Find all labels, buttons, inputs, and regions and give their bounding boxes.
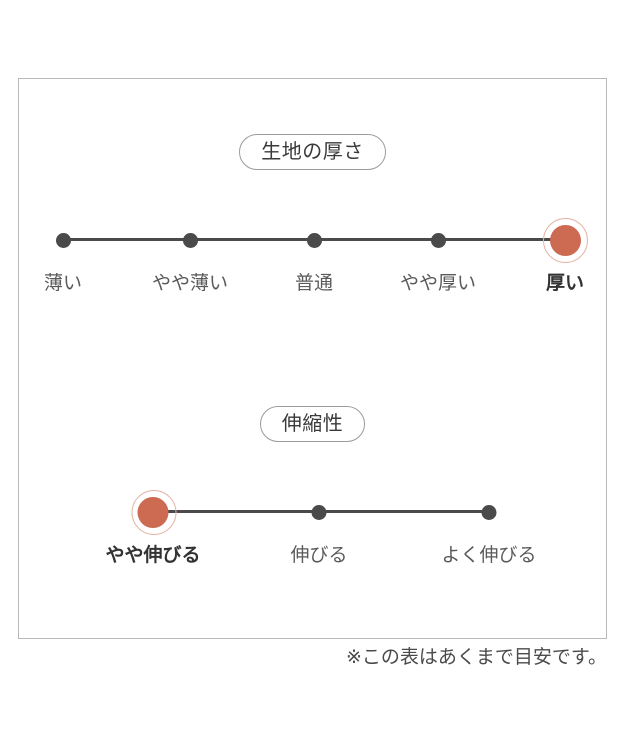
dot-icon — [311, 504, 327, 520]
scale-stop-usui[interactable]: 薄い — [41, 211, 85, 307]
scale-stop-label-nobiru: 伸びる — [290, 545, 348, 566]
scale-dot-usui — [41, 218, 85, 262]
scale-dot-atsui-selected — [543, 218, 588, 263]
scale-stop-yoku-nobiru[interactable]: よく伸びる — [441, 483, 537, 579]
scale-stop-label-atsui: 厚い — [545, 273, 584, 294]
scale-stops-fabric-thickness: 薄い やや薄い 普通 やや厚い — [19, 211, 606, 307]
dot-selected-icon — [549, 224, 581, 256]
scale-dot-yaya-nobiru-selected — [130, 490, 176, 535]
scale-stop-label-yoku-nobiru: よく伸びる — [441, 545, 537, 566]
section-heading-stretchiness: 伸縮性 — [259, 406, 366, 442]
scale-dot-yoku-nobiru — [467, 490, 511, 534]
scale-dot-yaya-atsui — [416, 218, 460, 262]
scale-stretchiness: やや伸びる 伸びる よく伸びる — [19, 483, 606, 579]
scale-fabric-thickness: 薄い やや薄い 普通 やや厚い — [19, 211, 606, 307]
scale-stop-label-futsuu: 普通 — [294, 273, 333, 294]
scale-stop-yaya-usui[interactable]: やや薄い — [152, 211, 228, 307]
section-heading-fabric-thickness: 生地の厚さ — [239, 134, 386, 170]
dot-icon — [306, 232, 322, 248]
dot-icon — [481, 504, 497, 520]
scale-stop-nobiru[interactable]: 伸びる — [290, 483, 348, 579]
scale-dot-yaya-usui — [168, 218, 212, 262]
scale-dot-nobiru — [297, 490, 341, 534]
scale-stop-yaya-nobiru[interactable]: やや伸びる — [105, 483, 201, 579]
scale-stop-futsuu[interactable]: 普通 — [292, 211, 336, 307]
scale-stops-stretchiness: やや伸びる 伸びる よく伸びる — [19, 483, 606, 579]
scale-dot-futsuu — [292, 218, 336, 262]
dot-selected-icon — [137, 496, 169, 528]
scale-stop-label-yaya-atsui: やや厚い — [399, 273, 477, 294]
dot-icon — [55, 232, 71, 248]
scale-stop-label-yaya-nobiru: やや伸びる — [105, 545, 201, 566]
footnote-disclaimer: ※この表はあくまで目安です。 — [345, 647, 607, 668]
scale-stop-label-usui: 薄い — [43, 273, 82, 294]
dot-icon — [430, 232, 446, 248]
scale-stop-yaya-atsui[interactable]: やや厚い — [400, 211, 476, 307]
section-heading-stretchiness-row: 伸縮性 — [19, 406, 606, 442]
scale-stop-atsui[interactable]: 厚い — [543, 211, 588, 307]
scale-stop-label-yaya-usui: やや薄い — [151, 273, 229, 294]
section-heading-fabric-thickness-row: 生地の厚さ — [19, 134, 606, 170]
spec-frame: 生地の厚さ 薄い やや薄い 普通 — [18, 78, 607, 639]
dot-icon — [182, 232, 198, 248]
